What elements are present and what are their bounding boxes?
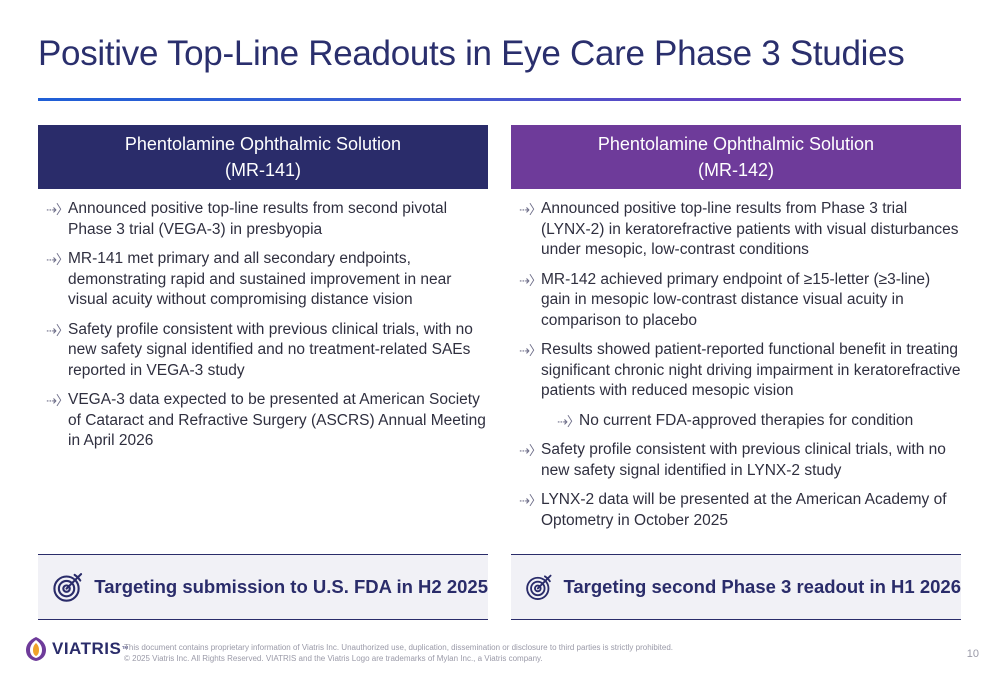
legal-disclaimer: This document contains proprietary infor… (124, 642, 673, 664)
column-header-line1: Phentolamine Ophthalmic Solution (124, 134, 402, 154)
column-header-mr141: Phentolamine Ophthalmic Solution (MR-141… (38, 125, 488, 189)
list-item: ⇢〉Results showed patient-reported functi… (519, 341, 961, 399)
arrow-right-icon: ⇢〉 (519, 343, 542, 358)
column-header-line2: (MR-141) (224, 160, 301, 180)
column-header-line1: Phentolamine Ophthalmic Solution (597, 134, 875, 154)
arrow-right-icon: ⇢〉 (519, 202, 542, 217)
arrow-right-icon: ⇢〉 (519, 443, 542, 458)
list-item: ⇢〉Announced positive top-line results fr… (519, 200, 959, 258)
logo-wordmark: VIATRIS (52, 639, 122, 658)
page-title: Positive Top-Line Readouts in Eye Care P… (38, 34, 905, 73)
bullet-list-mr141: ⇢〉Announced positive top-line results fr… (38, 189, 488, 452)
title-divider (38, 98, 961, 101)
list-item: ⇢〉Announced positive top-line results fr… (46, 200, 448, 238)
arrow-right-icon: ⇢〉 (46, 202, 69, 217)
arrow-right-icon: ⇢〉 (46, 393, 69, 408)
list-item: ⇢〉Safety profile consistent with previou… (46, 320, 473, 379)
list-item: ⇢〉MR-142 achieved primary endpoint of ≥1… (519, 270, 931, 329)
sub-list-item: ⇢〉No current FDA-approved therapies for … (511, 411, 961, 432)
target-text: Targeting second Phase 3 readout in H1 2… (563, 576, 961, 597)
arrow-right-icon: ⇢〉 (46, 322, 69, 338)
list-item: ⇢〉LYNX-2 data will be presented at the A… (519, 491, 947, 529)
bullet-list-mr142: ⇢〉Announced positive top-line results fr… (511, 189, 961, 531)
list-item: ⇢〉MR-141 met primary and all secondary e… (46, 250, 452, 308)
target-text: Targeting submission to U.S. FDA in H2 2… (94, 576, 488, 597)
logo-trademark: ™ (121, 645, 129, 653)
target-icon (526, 574, 552, 601)
page-number: 10 (966, 648, 979, 660)
disclaimer-line1: This document contains proprietary infor… (124, 643, 674, 652)
column-mr142: Phentolamine Ophthalmic Solution (MR-142… (511, 125, 961, 540)
column-mr141: Phentolamine Ophthalmic Solution (MR-141… (38, 125, 488, 461)
arrow-right-icon: ⇢〉 (519, 493, 542, 508)
list-item: ⇢〉Safety profile consistent with previou… (519, 441, 946, 479)
list-item: ⇢〉VEGA-3 data expected to be presented a… (46, 391, 486, 449)
arrow-right-icon: ⇢〉 (557, 413, 580, 429)
target-box-mr142: Targeting second Phase 3 readout in H1 2… (511, 554, 961, 620)
target-box-mr141: Targeting submission to U.S. FDA in H2 2… (38, 554, 488, 620)
arrow-right-icon: ⇢〉 (519, 272, 542, 288)
column-header-line2: (MR-142) (697, 160, 774, 180)
target-icon (53, 573, 83, 602)
disclaimer-line2: © 2025 Viatris Inc. All Rights Reserved.… (124, 654, 543, 663)
arrow-right-icon: ⇢〉 (46, 252, 69, 267)
column-header-mr142: Phentolamine Ophthalmic Solution (MR-142… (511, 125, 961, 189)
viatris-globe-icon (26, 637, 46, 661)
